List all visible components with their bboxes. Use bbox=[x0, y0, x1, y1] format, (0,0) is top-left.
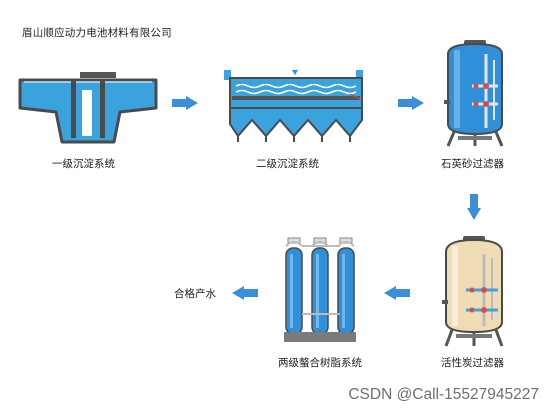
stage-label-resin: 两级螯合树脂系统 bbox=[278, 357, 362, 369]
stage-label-carbon: 活性炭过滤器 bbox=[441, 357, 504, 369]
quartz-sand-filter bbox=[444, 40, 504, 147]
left-arrow-icon bbox=[232, 286, 258, 300]
activated-carbon-filter bbox=[442, 236, 504, 347]
secondary-sedimentation-tank bbox=[224, 70, 363, 142]
right-arrow-icon bbox=[172, 96, 198, 110]
stage-label-primary: 一级沉淀系统 bbox=[52, 158, 115, 170]
right-arrow-icon bbox=[398, 96, 424, 110]
watermark: CSDN @Call-15527945227 bbox=[348, 386, 539, 403]
primary-sedimentation-tank bbox=[18, 72, 158, 144]
left-arrow-icon bbox=[384, 286, 410, 300]
company-title: 眉山顺应动力电池材料有限公司 bbox=[22, 27, 172, 39]
output-label: 合格产水 bbox=[174, 288, 216, 300]
stage-label-quartz: 石英砂过滤器 bbox=[441, 158, 504, 170]
chelating-resin-columns bbox=[284, 237, 356, 342]
down-arrow-icon bbox=[467, 194, 481, 220]
stage-label-secondary: 二级沉淀系统 bbox=[256, 158, 319, 170]
